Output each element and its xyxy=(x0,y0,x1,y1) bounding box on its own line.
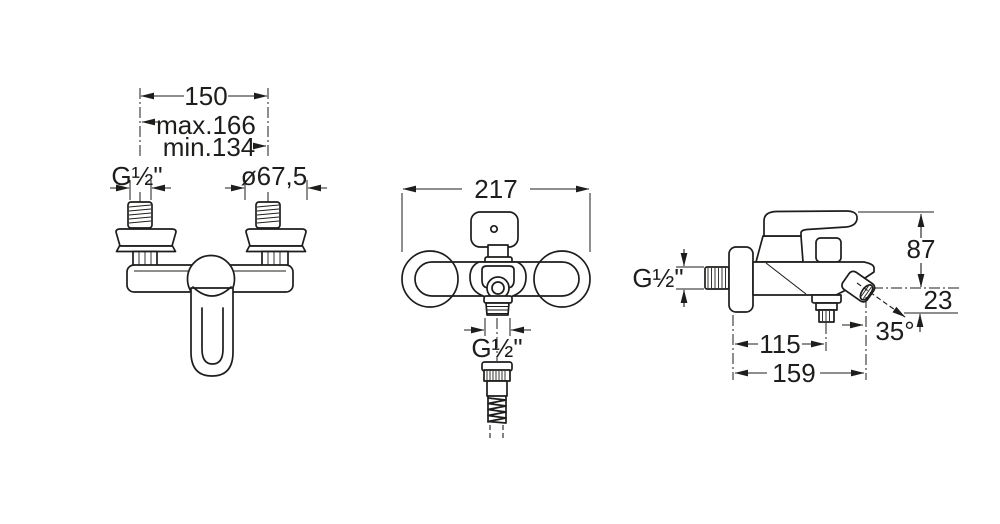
side-inlet-thread-label: G½" xyxy=(632,263,683,293)
bottom-view: 217 xyxy=(401,174,591,441)
front-view: 150 max.166 min.134 G½" ø67,5 xyxy=(110,81,327,377)
front-dim-max-min: max.166 min.134 xyxy=(141,110,267,162)
front-dim-inlet-spacing: 150 xyxy=(140,81,268,111)
bottom-handle-screw-hole xyxy=(489,224,499,234)
front-dim-escutcheon: ø67,5 xyxy=(225,161,327,200)
bottom-outlet-collar xyxy=(483,295,513,304)
side-spout-drop-label: 23 xyxy=(924,285,953,315)
side-dim-inlet-thread: G½" xyxy=(632,249,704,307)
side-faucet-drawing xyxy=(704,210,876,323)
side-wall-to-spout-tip-label: 159 xyxy=(772,358,815,388)
front-left-inlet-threads xyxy=(128,204,152,224)
front-right-inlet-threads xyxy=(256,204,280,224)
front-dim-inlet-thread: G½" xyxy=(110,161,171,200)
side-centerlines xyxy=(732,287,962,380)
front-max-label: max.166 xyxy=(156,110,256,140)
front-faucet-drawing xyxy=(115,201,307,377)
bottom-left-escutcheon xyxy=(401,250,459,308)
front-inlet-spacing-label: 150 xyxy=(184,81,227,111)
side-spout xyxy=(841,270,876,303)
front-left-escutcheon-skirt xyxy=(115,245,177,253)
side-spout-angle: 35° xyxy=(842,282,915,346)
side-dim-height: 87 xyxy=(858,211,936,288)
side-outlet-collar xyxy=(811,294,842,304)
hose-nut-knurl xyxy=(483,369,511,382)
side-wall-flange xyxy=(728,246,754,313)
bottom-dim-overall-width: 217 xyxy=(401,174,591,252)
hose-corrugation xyxy=(487,395,507,424)
side-outlet-nut xyxy=(815,302,838,311)
bottom-outlet-thread xyxy=(485,302,510,316)
side-dim-wall-to-outlet: 115 xyxy=(734,329,825,359)
front-handle xyxy=(190,287,234,377)
side-diverter-knob xyxy=(815,237,842,263)
front-inlet-thread-label: G½" xyxy=(111,161,162,191)
hose-ferrule xyxy=(486,380,508,397)
side-dim-spout-drop: 23 xyxy=(904,285,958,332)
bottom-faucet-drawing xyxy=(401,211,591,316)
front-left-escutcheon xyxy=(115,228,177,247)
bottom-overall-width-label: 217 xyxy=(474,174,517,204)
side-outlet-thread xyxy=(818,309,835,323)
side-spout-angle-label: 35° xyxy=(875,316,914,346)
side-dim-wall-to-spout-tip: 159 xyxy=(734,358,865,388)
side-wall-to-outlet-label: 115 xyxy=(759,329,800,359)
side-handle-lever xyxy=(763,210,858,237)
bottom-right-escutcheon xyxy=(533,250,591,308)
front-escutcheon-label: ø67,5 xyxy=(241,161,308,191)
front-centerlines xyxy=(139,88,269,206)
side-height-label: 87 xyxy=(907,234,936,264)
bottom-hose-drawing xyxy=(481,318,513,441)
side-view: G½" xyxy=(632,210,962,388)
front-right-escutcheon-skirt xyxy=(245,245,307,253)
front-right-escutcheon xyxy=(245,228,307,247)
side-cartridge-housing xyxy=(755,235,804,263)
front-min-label: min.134 xyxy=(163,132,256,162)
bottom-handle xyxy=(470,211,519,248)
